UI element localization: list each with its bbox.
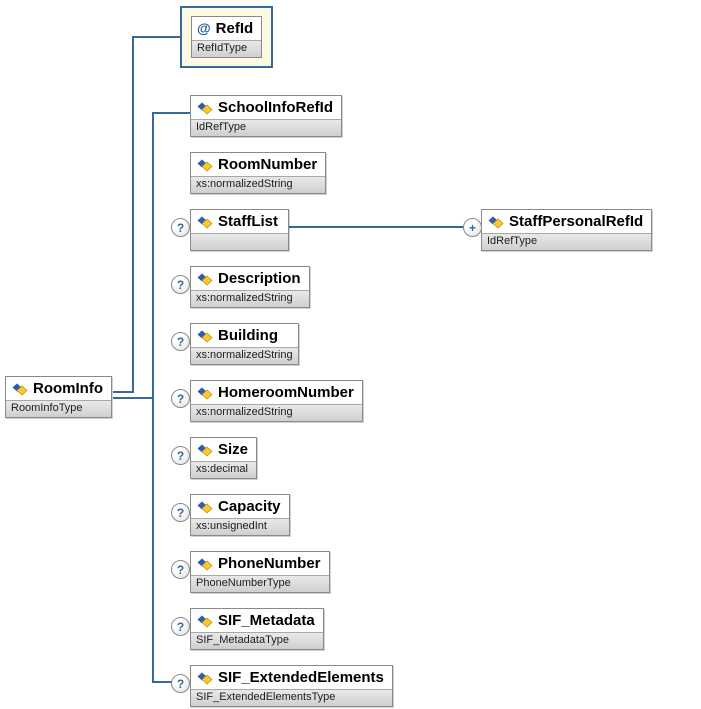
node-description[interactable]: Description xs:normalizedString <box>190 266 310 308</box>
connector-root-to-sequence <box>113 397 154 399</box>
connector-stafflist-child <box>288 226 465 228</box>
repeat-indicator: + <box>463 218 482 237</box>
attribute-at-icon: @ <box>197 20 211 36</box>
connector-attribute-top <box>132 36 180 38</box>
node-name: StaffList <box>218 213 278 230</box>
element-icon <box>196 614 213 628</box>
node-type: IdRefType <box>191 119 341 136</box>
node-type: SIF_ExtendedElementsType <box>191 689 392 706</box>
optional-indicator: ? <box>171 332 190 351</box>
optional-indicator: ? <box>171 389 190 408</box>
node-capacity[interactable]: Capacity xs:unsignedInt <box>190 494 290 536</box>
element-icon <box>196 557 213 571</box>
node-type: SIF_MetadataType <box>191 632 323 649</box>
element-icon <box>196 329 213 343</box>
node-type: PhoneNumberType <box>191 575 329 592</box>
node-type: xs:decimal <box>191 461 257 478</box>
node-sif-metadata[interactable]: SIF_Metadata SIF_MetadataType <box>190 608 324 650</box>
node-title: StaffList <box>191 210 288 233</box>
element-icon <box>196 215 213 229</box>
node-title: Size <box>191 438 256 461</box>
optional-indicator: ? <box>171 617 190 636</box>
node-roominfo[interactable]: RoomInfo RoomInfoType <box>5 376 112 418</box>
optional-indicator: ? <box>171 503 190 522</box>
node-name: RoomInfo <box>33 380 103 397</box>
node-type: xs:unsignedInt <box>191 518 289 535</box>
node-name: StaffPersonalRefId <box>509 213 644 230</box>
node-name: Building <box>218 327 278 344</box>
node-type: RefIdType <box>192 40 262 57</box>
node-title: RoomNumber <box>191 153 325 176</box>
connector-root-to-attribute <box>113 391 134 393</box>
optional-indicator: ? <box>171 560 190 579</box>
node-phonenumber[interactable]: PhoneNumber PhoneNumberType <box>190 551 330 593</box>
connector-spine-top <box>152 112 190 114</box>
node-name: HomeroomNumber <box>218 384 354 401</box>
node-type: xs:normalizedString <box>191 290 309 307</box>
optional-indicator: ? <box>171 446 190 465</box>
optional-indicator: ? <box>171 275 190 294</box>
node-title: RoomInfo <box>6 377 111 400</box>
node-type: IdRefType <box>482 233 652 250</box>
element-icon <box>196 671 213 685</box>
node-name: SchoolInfoRefId <box>218 99 333 116</box>
element-icon <box>11 382 28 396</box>
node-type <box>191 233 288 250</box>
node-sif-extendedelements[interactable]: SIF_ExtendedElements SIF_ExtendedElement… <box>190 665 393 707</box>
attribute-container: @ RefId RefIdType <box>180 6 274 68</box>
node-name: RefId <box>215 20 254 37</box>
connector-attribute-vline <box>132 36 134 393</box>
element-icon <box>196 101 213 115</box>
node-type: xs:normalizedString <box>191 176 326 193</box>
node-type: xs:normalizedString <box>191 347 298 364</box>
node-building[interactable]: Building xs:normalizedString <box>190 323 299 365</box>
optional-indicator: ? <box>171 218 190 237</box>
node-size[interactable]: Size xs:decimal <box>190 437 258 479</box>
optional-indicator: ? <box>171 674 190 693</box>
element-icon <box>196 158 213 172</box>
connector-sequence-spine <box>152 112 154 683</box>
node-homeroomnumber[interactable]: HomeroomNumber xs:normalizedString <box>190 380 363 422</box>
node-title: HomeroomNumber <box>191 381 362 404</box>
element-icon <box>196 272 213 286</box>
node-name: RoomNumber <box>218 156 318 173</box>
node-title: Description <box>191 267 309 290</box>
node-name: SIF_Metadata <box>218 612 315 629</box>
connector-spine-bottom <box>152 681 172 683</box>
node-roomnumber[interactable]: RoomNumber xs:normalizedString <box>190 152 327 194</box>
node-title: SchoolInfoRefId <box>191 96 341 119</box>
node-staffpersonalrefid[interactable]: StaffPersonalRefId IdRefType <box>481 209 653 251</box>
node-title: PhoneNumber <box>191 552 329 575</box>
node-title: Capacity <box>191 495 289 518</box>
node-name: Capacity <box>218 498 281 515</box>
element-icon <box>487 215 504 229</box>
node-schoolinforefid[interactable]: SchoolInfoRefId IdRefType <box>190 95 342 137</box>
node-title: StaffPersonalRefId <box>482 210 651 233</box>
node-name: Size <box>218 441 249 458</box>
element-icon <box>196 386 213 400</box>
node-stafflist[interactable]: StaffList <box>190 209 289 251</box>
node-title: @ RefId <box>192 17 261 40</box>
element-icon <box>196 500 213 514</box>
node-type: xs:normalizedString <box>191 404 362 421</box>
node-name: PhoneNumber <box>218 555 321 572</box>
node-title: SIF_ExtendedElements <box>191 666 392 689</box>
node-name: SIF_ExtendedElements <box>218 669 384 686</box>
element-icon <box>196 443 213 457</box>
node-title: Building <box>191 324 298 347</box>
node-title: SIF_Metadata <box>191 609 323 632</box>
node-type: RoomInfoType <box>6 400 111 417</box>
node-name: Description <box>218 270 301 287</box>
node-refid-attribute[interactable]: @ RefId RefIdType <box>191 16 263 58</box>
